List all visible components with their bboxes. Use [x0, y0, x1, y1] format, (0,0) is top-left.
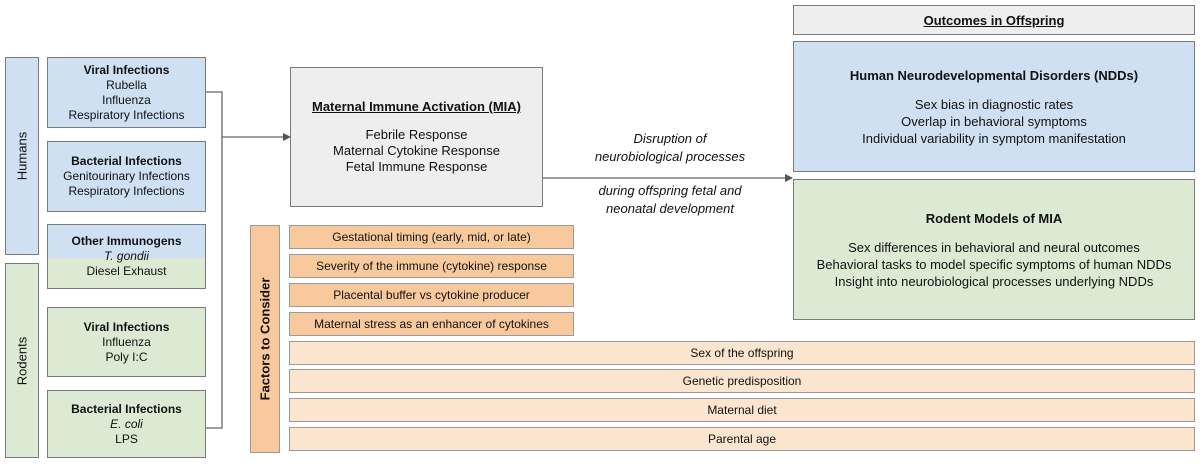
factor-text: Genetic predisposition [682, 373, 802, 388]
human-bacterial-infections-box: Bacterial Infections Genitourinary Infec… [47, 141, 206, 212]
factor-placental-buffer: Placental buffer vs cytokine producer [289, 283, 574, 307]
box-line: Rubella [106, 77, 147, 92]
box-line: Respiratory Infections [68, 184, 185, 198]
factor-maternal-diet: Maternal diet [289, 398, 1195, 422]
factor-genetic-predisposition: Genetic predisposition [289, 369, 1195, 393]
factor-parental-age: Parental age [289, 427, 1195, 451]
rodent-viral-infections-box: Viral Infections Influenza Poly I:C [47, 307, 206, 377]
mia-line: Maternal Cytokine Response [333, 143, 500, 158]
factor-sex-of-offspring: Sex of the offspring [289, 341, 1195, 365]
box-line: Influenza [102, 334, 151, 349]
human-ndd-box: Human Neurodevelopmental Disorders (NDDs… [793, 41, 1195, 172]
factor-text: Parental age [707, 431, 777, 446]
human-other-immunogens-box: Other Immunogens T. gondii Diesel Exhaus… [47, 224, 206, 289]
human-ndd-line: Sex bias in diagnostic rates [914, 96, 1074, 112]
rodent-models-line: Behavioral tasks to model specific sympt… [816, 256, 1172, 272]
factor-text: Maternal diet [707, 402, 777, 417]
box-line: Diesel Exhaust [86, 264, 167, 278]
arrow-text-line: neurobiological processes [594, 149, 746, 164]
rodent-models-line: Sex differences in behavioral and neural… [848, 239, 1140, 255]
box-line: Respiratory Infections [68, 107, 185, 122]
human-viral-infections-box: Viral Infections Rubella Influenza Respi… [47, 57, 206, 128]
factor-text: Sex of the offspring [690, 345, 794, 360]
mia-box: Maternal Immune Activation (MIA) Febrile… [290, 67, 543, 207]
human-ndd-line: Individual variability in symptom manife… [862, 130, 1126, 146]
box-line: Genitourinary Infections [63, 169, 190, 183]
box-line-italic: T. gondii [104, 249, 149, 263]
box-line: Influenza [102, 92, 151, 107]
factor-text: Gestational timing (early, mid, or late) [332, 229, 531, 244]
arrow-text-top: Disruption of neurobiological processes [560, 130, 780, 166]
factor-text: Placental buffer vs cytokine producer [333, 287, 530, 302]
box-title: Bacterial Infections [71, 154, 182, 168]
box-line: Poly I:C [105, 349, 148, 364]
humans-group-label: Humans [5, 57, 39, 255]
rodent-models-box: Rodent Models of MIA Sex differences in … [793, 179, 1195, 320]
box-title: Bacterial Infections [71, 401, 182, 416]
factor-gestational-timing: Gestational timing (early, mid, or late) [289, 225, 574, 249]
factor-maternal-stress: Maternal stress as an enhancer of cytoki… [289, 312, 574, 336]
mia-line: Febrile Response [365, 127, 468, 142]
arrow-text-bottom: during offspring fetal and neonatal deve… [560, 182, 780, 218]
human-ndd-title: Human Neurodevelopmental Disorders (NDDs… [849, 67, 1139, 83]
rodent-models-title: Rodent Models of MIA [925, 210, 1063, 226]
mia-title: Maternal Immune Activation (MIA) [312, 99, 521, 114]
factor-text: Severity of the immune (cytokine) respon… [316, 258, 547, 273]
rodents-group-label: Rodents [5, 263, 39, 458]
arrow-text-line: neonatal development [606, 201, 734, 216]
box-title: Other Immunogens [71, 234, 182, 248]
outcomes-header: Outcomes in Offspring [793, 5, 1195, 35]
mia-line: Fetal Immune Response [345, 159, 488, 174]
box-title: Viral Infections [83, 319, 170, 334]
factors-label-box: Factors to Consider [250, 225, 280, 453]
human-ndd-line: Overlap in behavioral symptoms [901, 113, 1087, 129]
rodent-models-line: Insight into neurobiological processes u… [834, 273, 1154, 289]
rodent-bacterial-infections-box: Bacterial Infections E. coli LPS [47, 390, 206, 458]
factor-severity: Severity of the immune (cytokine) respon… [289, 254, 574, 278]
factor-text: Maternal stress as an enhancer of cytoki… [314, 316, 549, 331]
factors-label: Factors to Consider [257, 277, 273, 401]
outcomes-header-title: Outcomes in Offspring [923, 12, 1065, 28]
arrow-text-line: during offspring fetal and [598, 183, 742, 198]
box-line: LPS [115, 431, 138, 446]
arrow-text-line: Disruption of [633, 131, 707, 146]
bracket-line [206, 91, 223, 429]
box-title: Viral Infections [83, 62, 170, 77]
box-line-italic: E. coli [110, 416, 143, 431]
